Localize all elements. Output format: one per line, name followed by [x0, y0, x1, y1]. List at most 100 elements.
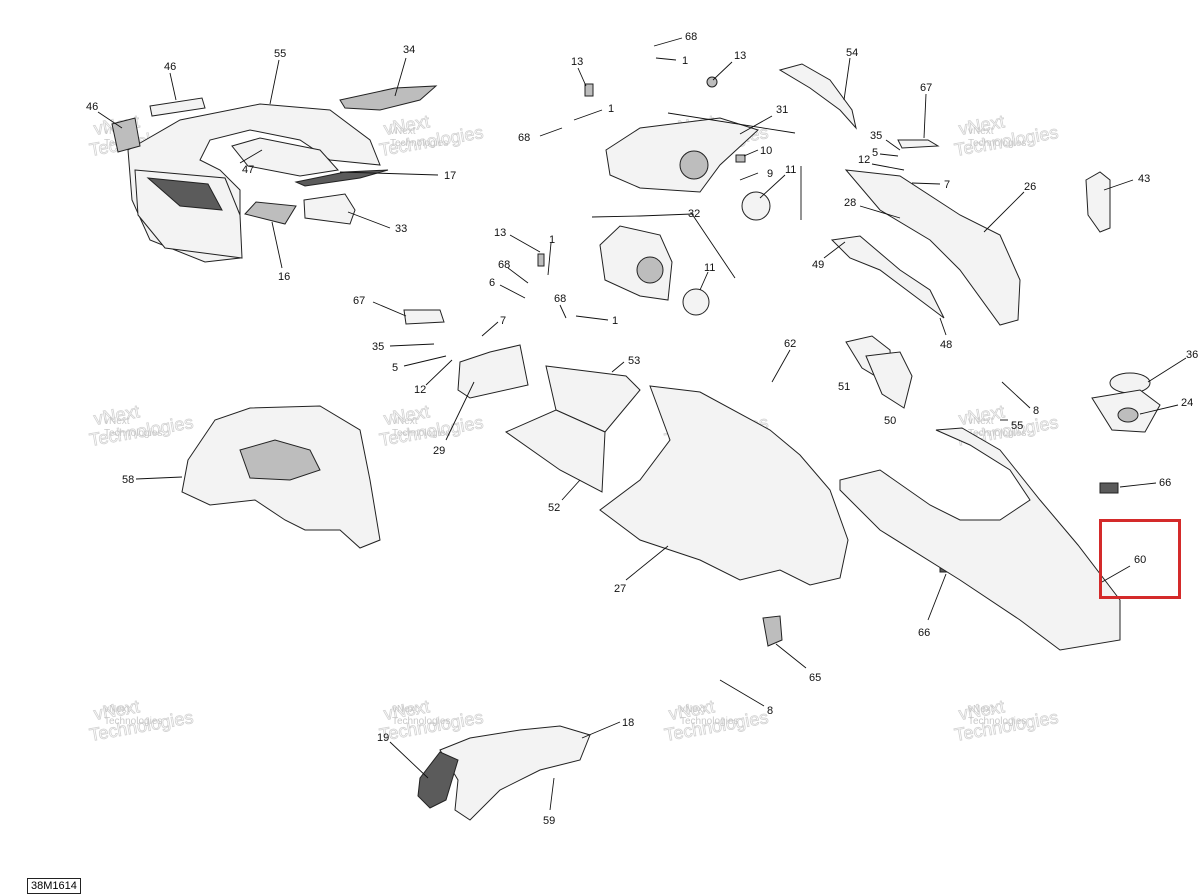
- side-panel-part: [134, 169, 243, 259]
- leader-line: [581, 721, 621, 739]
- leader-line: [611, 361, 625, 373]
- strip-17: [294, 169, 389, 187]
- leader-line: [591, 215, 641, 218]
- watermark-text: vNext: [968, 416, 994, 427]
- leader-line: [911, 182, 941, 185]
- callout-label: 11: [785, 164, 796, 176]
- panel-49: [830, 235, 945, 319]
- leader-line: [97, 111, 123, 129]
- watermark: vNext Technologies: [87, 401, 195, 451]
- callout-label: 12: [858, 154, 870, 166]
- watermark-text: Technologies: [392, 716, 450, 727]
- leader-line: [499, 284, 526, 299]
- leader-line: [169, 72, 177, 101]
- leader-line: [1147, 357, 1187, 383]
- dashboard-cluster: [239, 439, 321, 481]
- callout-label: 34: [403, 44, 415, 56]
- headlight-lens-32: [636, 256, 664, 284]
- leader-line: [389, 741, 429, 779]
- leader-line: [691, 213, 736, 279]
- watermark-text: Technologies: [680, 716, 738, 727]
- callout-label: 66: [1159, 477, 1171, 489]
- clip-13c: [537, 253, 545, 267]
- callout-label: 24: [1181, 397, 1193, 409]
- watermark-text: vNext: [104, 704, 130, 715]
- leader-line: [759, 174, 786, 199]
- callout-label: 65: [809, 672, 821, 684]
- leader-line: [559, 304, 567, 319]
- callout-labels: 46 46 55 34 47 17 33 16 68 1 13 13 1 68 …: [86, 31, 1198, 827]
- callout-label: 68: [554, 293, 566, 305]
- plate-53: [545, 365, 641, 433]
- figure-reference: 38M1614: [27, 878, 81, 894]
- leader-line: [1101, 565, 1131, 583]
- callout-label: 5: [872, 147, 878, 159]
- clip-13a: [584, 83, 594, 97]
- callout-label: 7: [500, 315, 506, 327]
- trim-strip-46: [149, 97, 206, 117]
- clip-66a: [1099, 482, 1119, 494]
- bulb-11a: [741, 191, 771, 221]
- callout-label: 8: [767, 705, 773, 717]
- leader-line: [372, 301, 407, 317]
- callout-label: 5: [392, 362, 398, 374]
- mesh-16: [244, 201, 297, 225]
- headlight-31: [605, 117, 759, 193]
- callout-label: 9: [767, 168, 773, 180]
- callout-label: 35: [870, 130, 882, 142]
- callout-label: 32: [688, 208, 700, 220]
- watermark-text: Technologies: [390, 138, 448, 149]
- leader-line: [547, 242, 552, 276]
- callout-label: 58: [122, 474, 134, 486]
- grommet-13b: [706, 76, 718, 88]
- leader-line: [871, 163, 905, 171]
- leader-line: [983, 191, 1025, 233]
- insert-47: [231, 137, 339, 177]
- grille-34: [339, 85, 438, 111]
- watermark-text: vNext: [968, 126, 994, 137]
- bracket-65: [762, 615, 783, 647]
- callout-label: 67: [353, 295, 365, 307]
- callout-label: 18: [622, 717, 634, 729]
- leader-line: [1103, 179, 1134, 191]
- leader-line: [507, 267, 529, 284]
- leader-line: [885, 139, 901, 151]
- callout-label: 13: [571, 56, 583, 68]
- leader-line: [425, 359, 453, 386]
- leader-line: [625, 545, 669, 581]
- watermark-text: Technologies: [104, 716, 162, 727]
- watermark-text: Technologies: [392, 428, 450, 439]
- callout-label: 49: [812, 259, 824, 271]
- callout-label: 35: [372, 341, 384, 353]
- leader-line: [712, 61, 733, 81]
- leader-line: [879, 153, 899, 157]
- leader-line: [445, 381, 475, 441]
- fastener-10: [735, 154, 746, 163]
- leader-line: [1139, 404, 1179, 415]
- leader-line: [403, 355, 447, 367]
- callout-label: 55: [1011, 420, 1023, 432]
- side-panel-vent: [146, 177, 223, 211]
- callout-label: 68: [685, 31, 697, 43]
- leader-line: [743, 149, 759, 157]
- callout-label: 51: [838, 381, 850, 393]
- leader-line: [389, 343, 435, 347]
- callout-label: 68: [498, 259, 510, 271]
- leader-line: [719, 679, 765, 707]
- panel-50: [865, 351, 913, 409]
- watermark: vNext Technologies: [952, 111, 1060, 161]
- bracket-67b: [403, 309, 445, 325]
- lower-trim-19: [417, 751, 459, 809]
- bezel-24-hole: [1117, 407, 1139, 423]
- watermark-text: Technologies: [968, 716, 1026, 727]
- callout-label: 12: [414, 384, 426, 396]
- callout-label: 27: [614, 583, 626, 595]
- callout-label: 28: [844, 197, 856, 209]
- leader-line: [269, 59, 280, 105]
- leader-line: [135, 476, 183, 480]
- watermark-text: vNext: [392, 704, 418, 715]
- leader-line: [509, 234, 541, 253]
- callout-label: 6: [489, 277, 495, 289]
- leader-line: [575, 315, 609, 321]
